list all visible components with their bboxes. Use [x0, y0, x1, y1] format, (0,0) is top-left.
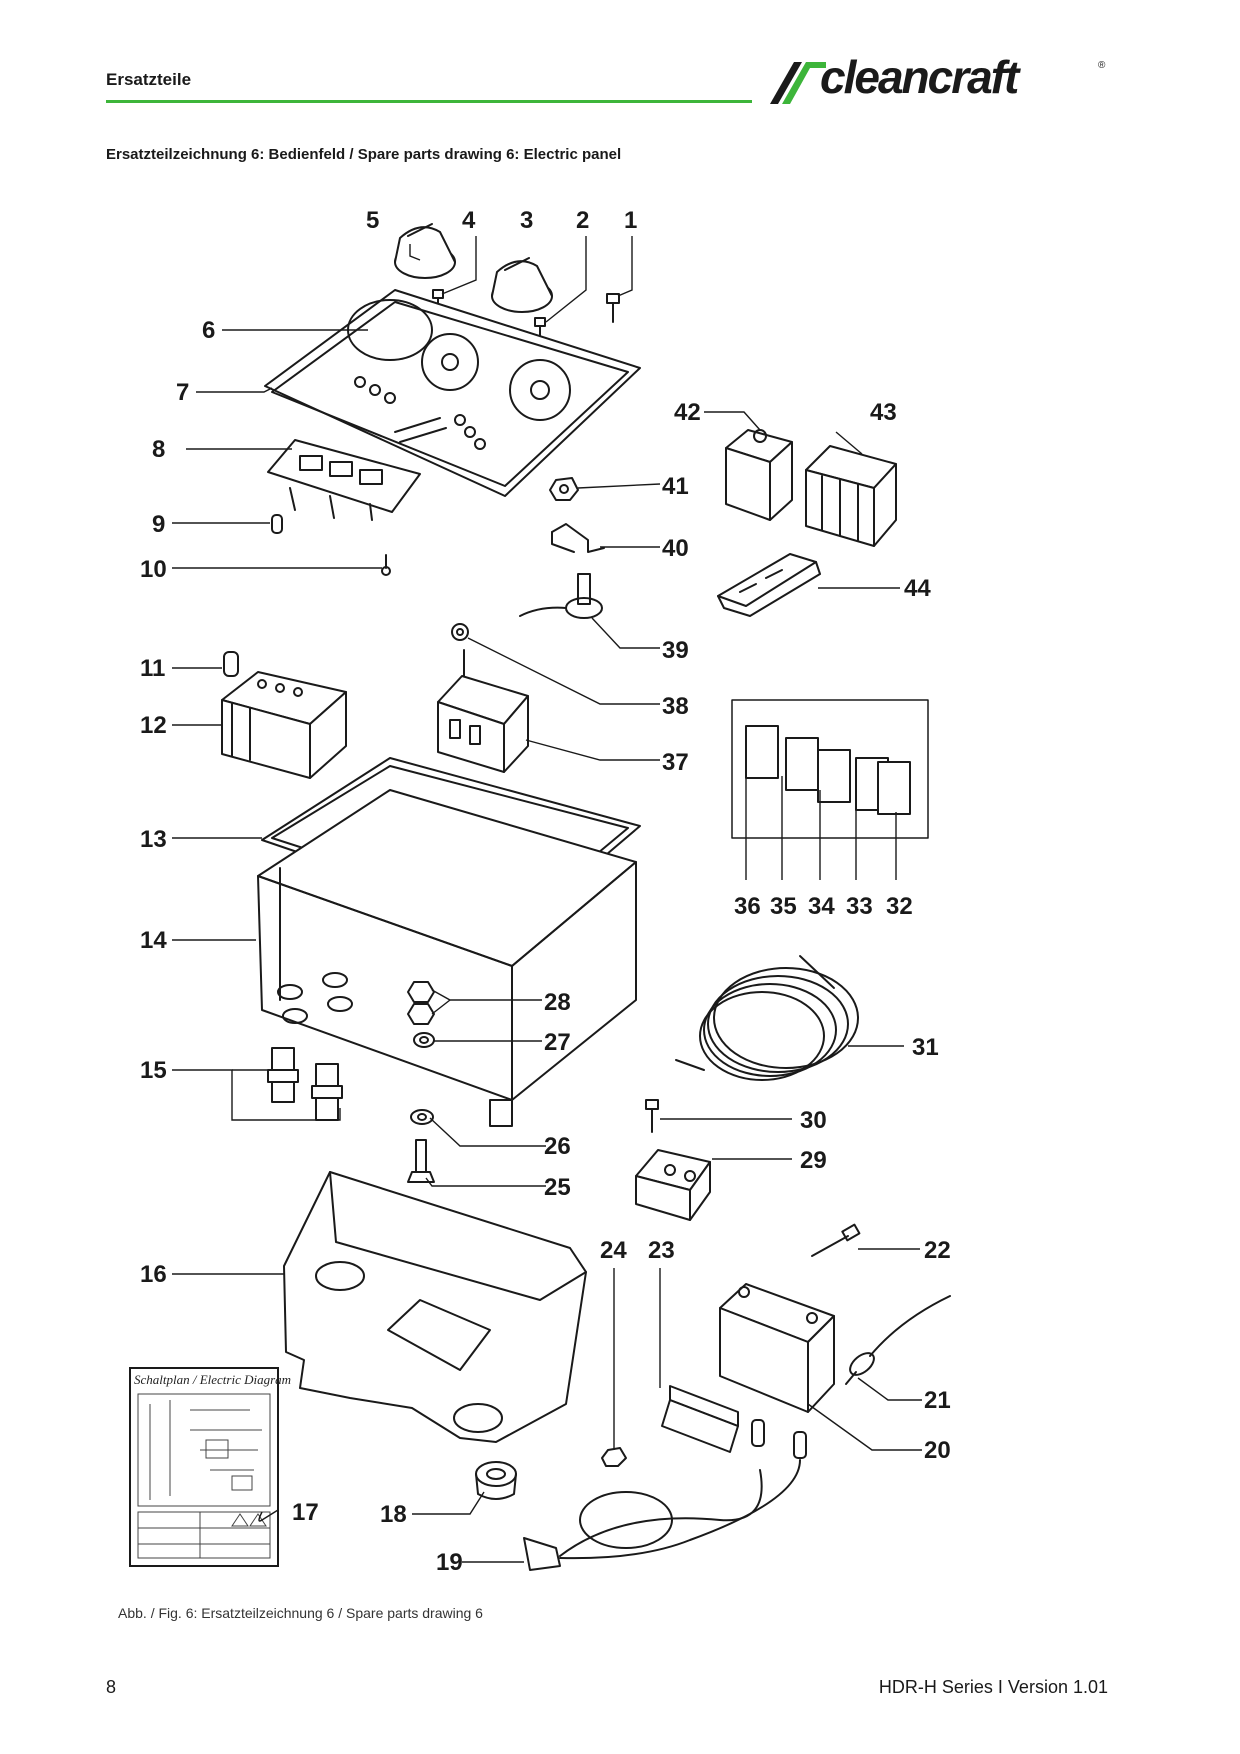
- contactor-43: [805, 445, 897, 547]
- part-label-6: 6: [202, 317, 215, 344]
- part-label-5: 5: [366, 207, 379, 234]
- nut-24: [601, 1447, 627, 1467]
- part-label-3: 3: [520, 207, 533, 234]
- part-label-26: 26: [544, 1133, 571, 1160]
- relay-42: [725, 429, 793, 521]
- part-label-41: 41: [662, 473, 689, 500]
- potentiometer-39: [519, 573, 603, 619]
- page-number: 8: [106, 1677, 117, 1697]
- bolt-25: [407, 1139, 435, 1183]
- fuse-10: [381, 554, 391, 576]
- part-label-10: 10: [140, 556, 167, 583]
- part-label-11: 11: [140, 655, 165, 682]
- part-label-24: 24: [600, 1237, 627, 1264]
- part-label-20: 20: [924, 1437, 951, 1464]
- part-label-8: 8: [152, 436, 165, 463]
- part-label-14: 14: [140, 927, 167, 954]
- part-label-22: 22: [924, 1237, 951, 1264]
- part-labels: 1 2 3 4 5 6 7 8 9 10 11 12 13 14 15 16 1…: [140, 207, 951, 1576]
- knob-5: [394, 223, 456, 279]
- part-label-16: 16: [140, 1261, 167, 1288]
- din-rail-44: [717, 553, 821, 617]
- knob-3: [491, 257, 553, 313]
- screw-30: [645, 1099, 659, 1133]
- part-label-39: 39: [662, 637, 689, 664]
- drawing-heading: Ersatzteilzeichnung 6: Bedienfeld / Spar…: [106, 146, 622, 163]
- part-label-34: 34: [808, 893, 835, 920]
- part-label-37: 37: [662, 749, 689, 776]
- cable-gland-15b: [311, 1063, 343, 1121]
- washer-26: [410, 1109, 434, 1125]
- figure-caption: Abb. / Fig. 6: Ersatzteilzeichnung 6 / S…: [118, 1605, 483, 1621]
- part-label-18: 18: [380, 1501, 407, 1528]
- nut-41: [549, 477, 579, 501]
- schematic-thumbnail-17: Schaltplan / Electric Diagram: [129, 1367, 291, 1567]
- brand-logo: cleancraft ®: [768, 51, 1108, 108]
- part-label-33: 33: [846, 893, 873, 920]
- screw-1: [606, 293, 620, 323]
- part-label-9: 9: [152, 511, 165, 538]
- part-label-23: 23: [648, 1237, 675, 1264]
- contact-blocks-32-36: [731, 699, 929, 839]
- washer-27: [413, 1032, 435, 1048]
- part-label-21: 21: [924, 1387, 951, 1414]
- part-label-31: 31: [912, 1034, 939, 1061]
- cable-coil-31: [675, 955, 859, 1081]
- nut-28b: [407, 1003, 435, 1025]
- part-label-13: 13: [140, 826, 167, 853]
- sensor-21: [845, 1295, 951, 1385]
- document-version: HDR-H Series I Version 1.01: [878, 1677, 1108, 1697]
- junction-box-20: [719, 1283, 835, 1413]
- part-label-28: 28: [544, 989, 571, 1016]
- screw-22: [811, 1223, 861, 1257]
- transformer-12: [221, 671, 347, 779]
- logo-wordmark: cleancraft: [820, 51, 1019, 103]
- logo-registered-mark: ®: [1098, 60, 1106, 71]
- cable-gland-15a: [267, 1047, 299, 1103]
- part-label-40: 40: [662, 535, 689, 562]
- schematic-title: Schaltplan / Electric Diagram: [134, 1372, 291, 1387]
- section-title: Ersatzteile: [106, 70, 192, 89]
- part-label-30: 30: [800, 1107, 827, 1134]
- part-label-32: 32: [886, 893, 913, 920]
- part-label-29: 29: [800, 1147, 827, 1174]
- part-label-4: 4: [462, 207, 476, 234]
- part-label-36: 36: [734, 893, 761, 920]
- part-label-2: 2: [576, 207, 589, 234]
- bracket-40: [551, 523, 605, 553]
- part-label-35: 35: [770, 893, 797, 920]
- circuit-board-8: [267, 439, 421, 521]
- fuse-11: [223, 651, 239, 677]
- logo-slash-icon: [770, 62, 826, 104]
- front-panel-7: [264, 289, 641, 497]
- nut-28a: [407, 981, 435, 1003]
- mounting-plate-16: [283, 1171, 587, 1443]
- selector-switch-37: [437, 649, 529, 773]
- part-label-38: 38: [662, 693, 689, 720]
- part-label-27: 27: [544, 1029, 571, 1056]
- lamp-9: [271, 514, 283, 534]
- part-label-43: 43: [870, 399, 897, 426]
- cable-19: [523, 1419, 807, 1571]
- terminal-block-29: [635, 1149, 711, 1221]
- part-label-15: 15: [140, 1057, 167, 1084]
- bracket-23: [661, 1385, 739, 1453]
- housing-14: [257, 789, 637, 1127]
- header-divider: [106, 100, 752, 103]
- part-label-44: 44: [904, 575, 931, 602]
- nut-38: [451, 623, 469, 641]
- part-label-12: 12: [140, 712, 167, 739]
- part-label-7: 7: [176, 379, 189, 406]
- part-label-42: 42: [674, 399, 701, 426]
- grommet-18: [475, 1461, 517, 1500]
- part-label-17: 17: [292, 1499, 319, 1526]
- part-label-19: 19: [436, 1549, 463, 1576]
- part-label-25: 25: [544, 1174, 571, 1201]
- part-label-1: 1: [624, 207, 637, 234]
